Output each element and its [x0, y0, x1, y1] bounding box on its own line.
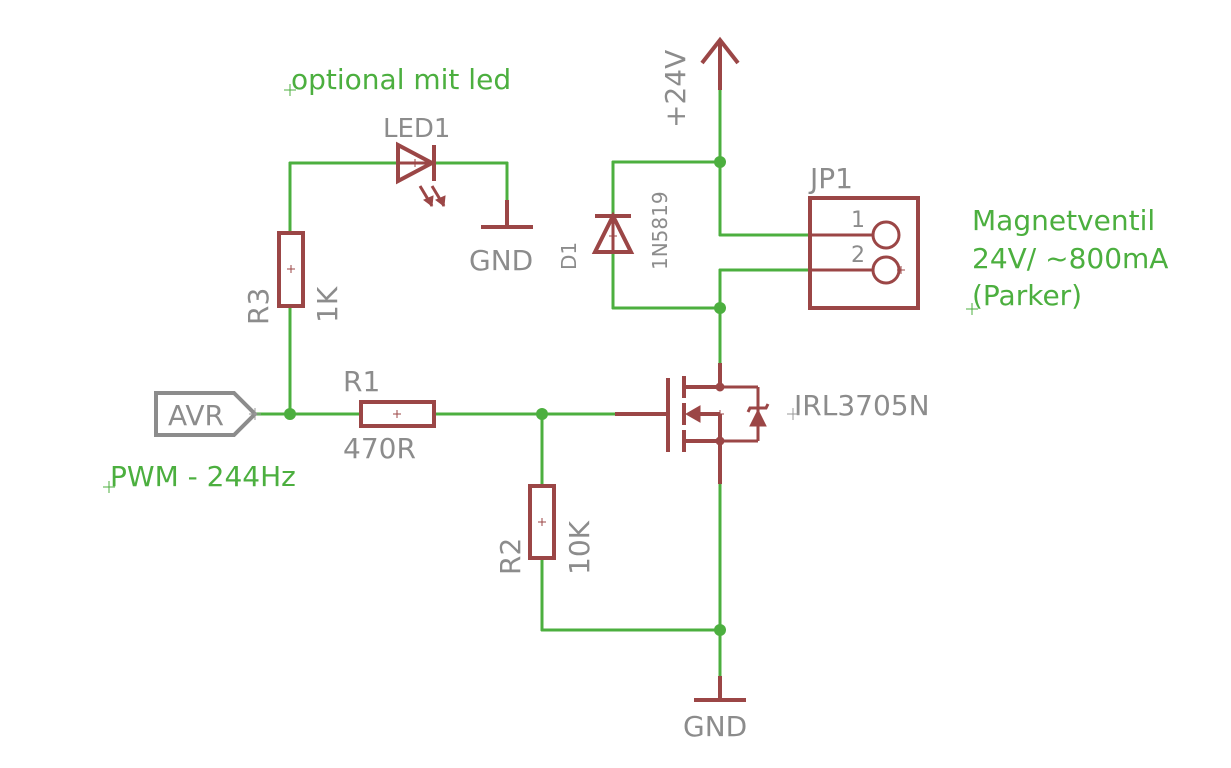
jp1-pin1: 1 — [851, 208, 865, 233]
jp1-pin2: 2 — [851, 243, 865, 268]
ground-symbol-bottom: GND — [683, 676, 747, 743]
r1-value: 470R — [343, 432, 416, 465]
pwm-text: PWM - 244Hz — [110, 460, 296, 493]
r3-name: R3 — [242, 288, 275, 325]
junction-dot — [536, 408, 548, 420]
supply-symbol: +24V — [659, 36, 740, 128]
valve-note-line1: Magnetventil — [972, 204, 1155, 237]
jp1-name: JP1 — [808, 162, 853, 195]
optional-led-text: optional mit led — [291, 63, 511, 96]
resistor-r1: R1 470R — [343, 365, 436, 465]
supply-label: +24V — [659, 50, 692, 128]
d1-value: 1N5819 — [648, 191, 672, 270]
avr-label: AVR — [168, 399, 224, 432]
junction-dot — [284, 408, 296, 420]
resistor-r2: R2 10K — [494, 484, 596, 575]
ground-label-top: GND — [469, 244, 533, 277]
diode-d1: D1 1N5819 — [557, 191, 672, 270]
led1-name: LED1 — [383, 114, 450, 144]
valve-note-line2: 24V/ ~800mA — [972, 242, 1168, 275]
optional-led-note: optional mit led — [284, 63, 511, 96]
r3-value: 1K — [311, 286, 344, 323]
junction-dot — [714, 302, 726, 314]
ground-symbol-top: GND — [469, 200, 533, 277]
r1-name: R1 — [343, 365, 380, 398]
connector-jp1: JP1 1 2 — [808, 162, 920, 310]
valve-note-line3: (Parker) — [972, 279, 1082, 312]
r2-name: R2 — [494, 538, 527, 575]
avr-input-port: AVR — [154, 391, 261, 437]
mosfet-q1: IRL3705N — [615, 363, 930, 484]
valve-note: Magnetventil 24V/ ~800mA (Parker) — [966, 204, 1168, 315]
pwm-note: PWM - 244Hz — [103, 460, 296, 493]
r2-value: 10K — [563, 520, 596, 575]
mosfet-value: IRL3705N — [794, 389, 930, 422]
ground-label-bottom: GND — [683, 710, 747, 743]
d1-name: D1 — [557, 242, 581, 270]
junction-dot — [714, 156, 726, 168]
led1: LED1 — [383, 114, 450, 207]
resistor-r3: R3 1K — [242, 231, 344, 325]
junction-dot — [714, 624, 726, 636]
wires — [253, 86, 812, 702]
junction-dots — [284, 156, 726, 636]
